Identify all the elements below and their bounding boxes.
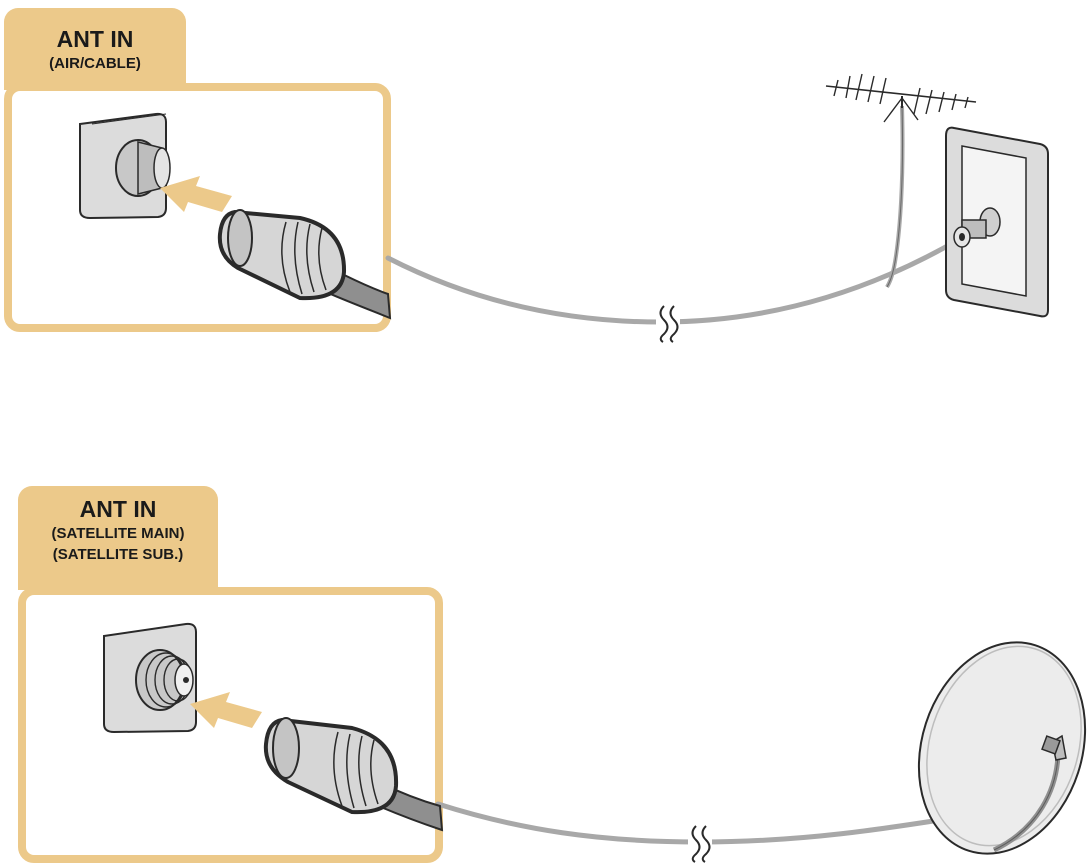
ant-in-title: ANT IN	[79, 496, 157, 522]
ant-in-subtitle: (AIR/CABLE)	[49, 55, 141, 72]
insert-direction-arrow	[190, 692, 262, 728]
cable-break-icon	[656, 304, 680, 343]
ant-in-title: ANT IN	[56, 26, 134, 52]
ant-in-jack-icon	[79, 112, 171, 220]
ant-in-satellite-label: ANT IN (SATELLITE MAIN) (SATELLITE SUB.)	[18, 486, 218, 590]
ant-in-air-cable-label: ANT IN (AIR/CABLE)	[4, 8, 186, 90]
coax-plug-icon	[263, 717, 444, 832]
insert-direction-arrow	[160, 176, 232, 212]
coax-cable	[435, 801, 993, 845]
wall-outlet-icon	[945, 126, 1049, 318]
satellite-main-subtitle: (SATELLITE MAIN)	[51, 525, 185, 542]
satellite-dish-icon	[917, 641, 1087, 855]
cable-break-icon	[688, 824, 712, 863]
satellite-jack-icon	[103, 622, 197, 734]
coax-plug-icon	[217, 209, 392, 320]
satellite-port-closeup	[18, 587, 443, 863]
satellite-sub-subtitle: (SATELLITE SUB.)	[52, 546, 184, 563]
antenna-icon	[825, 73, 977, 289]
